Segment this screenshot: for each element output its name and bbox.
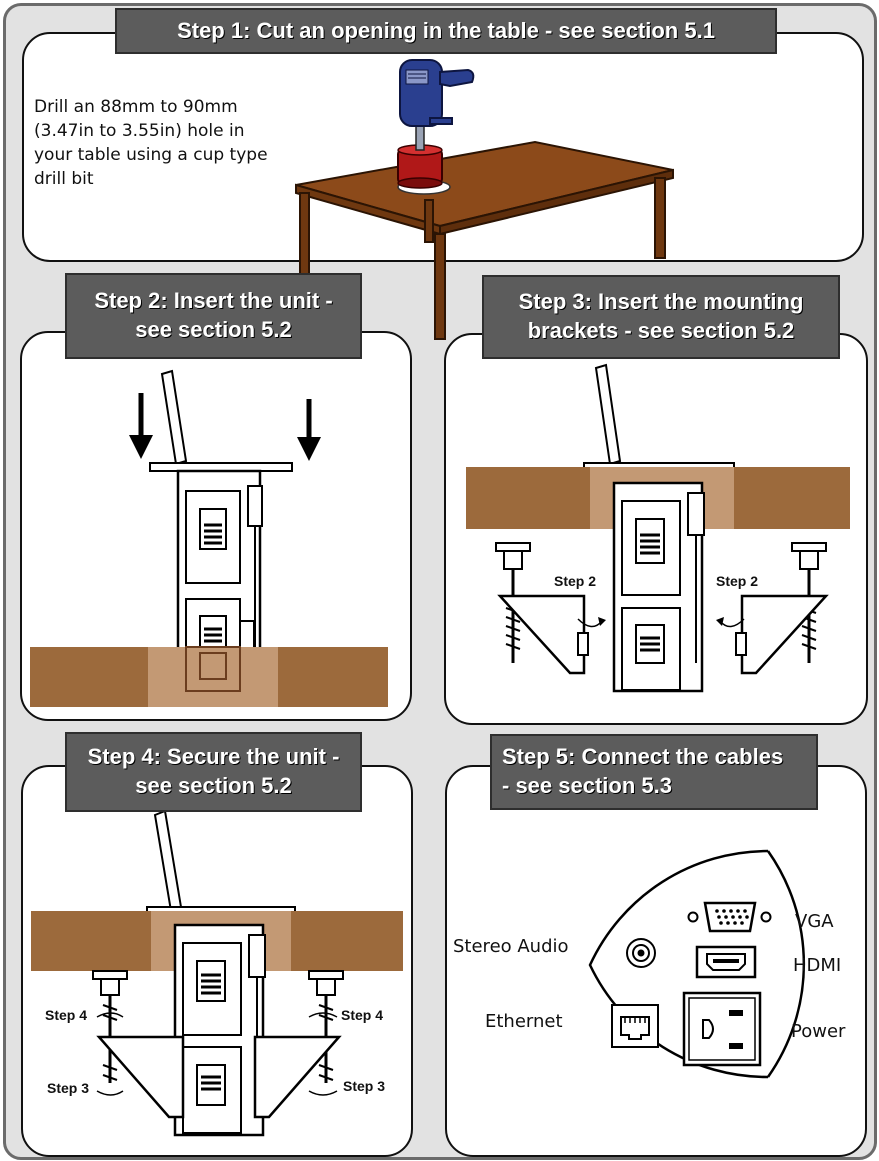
step3-illustration: Step 2 Step 2 [444,333,864,721]
rotate-arrow-icon [309,1091,337,1095]
step2-title-line2: see section 5.2 [135,316,292,345]
ethernet-label: Ethernet [485,1011,563,1032]
step3-right-label: Step 3 [343,1078,385,1094]
step5-title-line1: Step 5: Connect the cables [502,743,783,772]
power-outlet-icon [684,993,760,1065]
step4-right-label: Step 4 [341,1007,383,1023]
step3-title-line2: brackets - see section 5.2 [528,317,795,346]
hdmi-port-icon [697,947,755,977]
down-arrow-icon [297,399,321,461]
step2-title-line1: Step 2: Insert the unit - [94,287,332,316]
step5-illustration: VGA HDMI Stereo Audio Ethernet Power [445,765,863,1153]
vga-label: VGA [795,911,834,932]
step3-title-line1: Step 3: Insert the mounting [519,288,804,317]
step4-title-line1: Step 4: Secure the unit - [88,743,340,772]
stereo-audio-label: Stereo Audio [453,936,569,957]
step1-title: Step 1: Cut an opening in the table - se… [115,8,777,54]
step3-left-label: Step 2 [554,573,596,589]
mounting-bracket-right [255,971,343,1117]
step4-title: Step 4: Secure the unit - see section 5.… [65,732,362,812]
step5-title: Step 5: Connect the cables - see section… [490,734,818,810]
hdmi-label: HDMI [793,955,841,976]
step5-title-line2: - see section 5.3 [502,772,672,801]
step2-illustration [20,331,408,717]
audio-jack-icon [627,939,655,967]
mounting-bracket-right [736,543,826,673]
step2-title: Step 2: Insert the unit - see section 5.… [65,273,362,359]
ethernet-port-icon [612,1005,658,1047]
rotate-arrow-icon [97,1091,123,1095]
step4-left-label: Step 4 [45,1007,87,1023]
step3-right-label: Step 2 [716,573,758,589]
step3-left-label: Step 3 [47,1080,89,1096]
step4-title-line2: see section 5.2 [135,772,292,801]
step4-illustration: Step 4 Step 4 Step 3 Step 3 [21,765,409,1153]
curved-arrow-icon [720,619,744,627]
step1-instruction: Drill an 88mm to 90mm (3.47in to 3.55in)… [34,95,284,191]
down-arrow-icon [129,393,153,459]
step3-title: Step 3: Insert the mounting brackets - s… [482,275,840,359]
power-label: Power [791,1021,846,1042]
mounting-bracket-left [496,543,588,673]
